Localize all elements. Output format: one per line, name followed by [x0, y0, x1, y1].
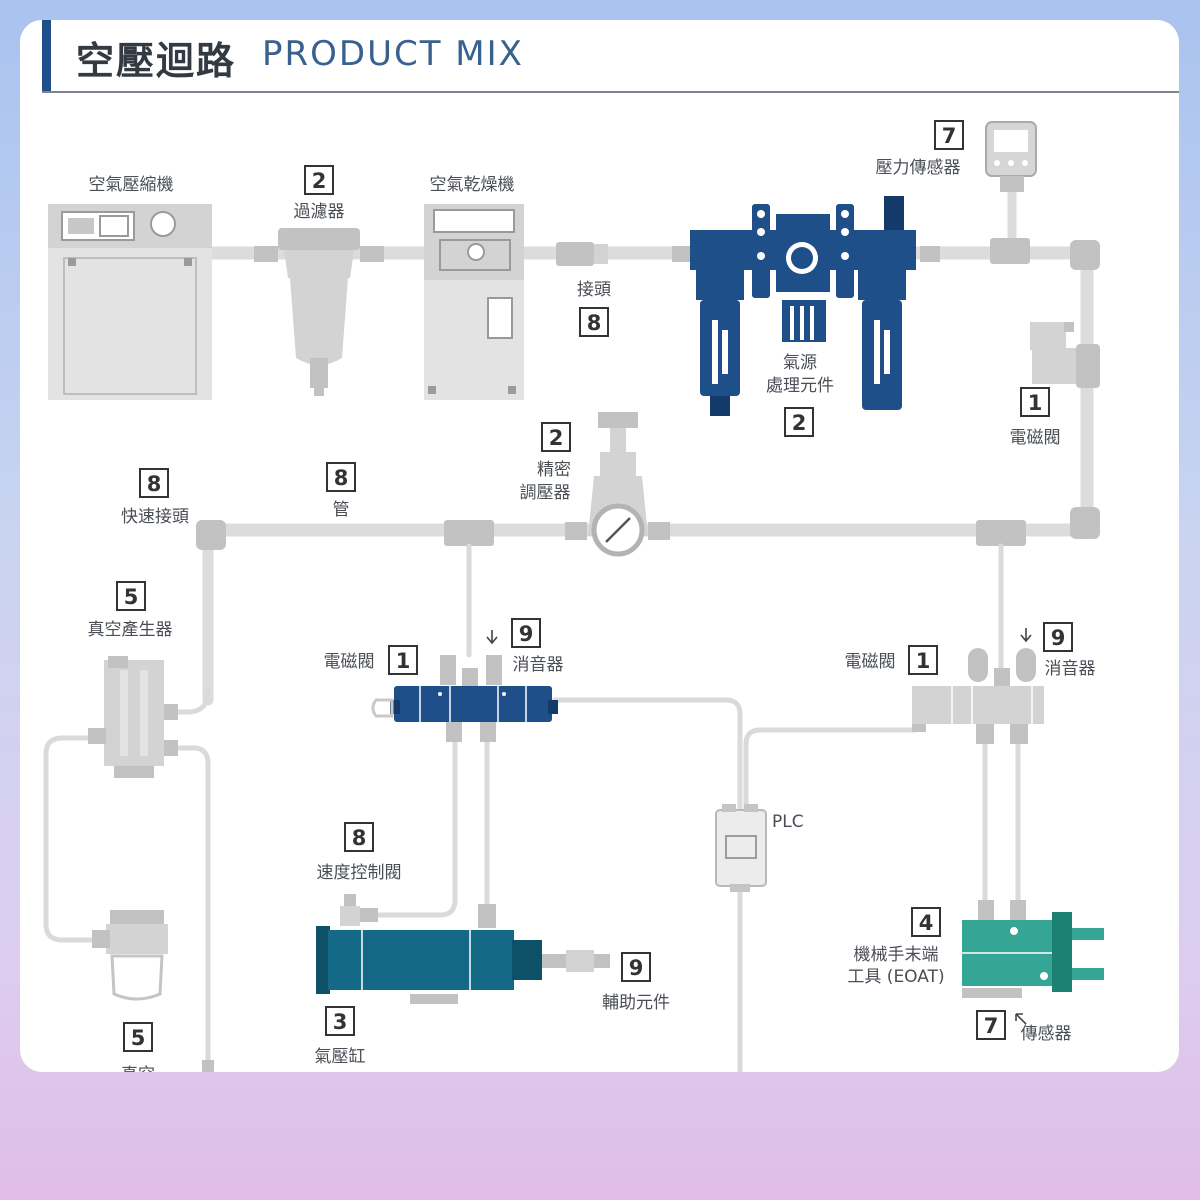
label-silencer-right: 消音器 [1045, 659, 1096, 679]
callout-eoat: 4 [911, 907, 941, 937]
solenoid-valve-center [371, 655, 558, 742]
svg-text:9: 9 [1051, 626, 1066, 650]
pressure-sensor [985, 121, 1037, 192]
callout-tube: 8 [326, 462, 356, 492]
label-air-treatment-2: 處理元件 [766, 376, 834, 396]
air-treatment-unit [690, 196, 916, 416]
callout-quick-connector: 8 [139, 468, 169, 498]
svg-text:3: 3 [333, 1010, 348, 1034]
air-dryer [424, 204, 524, 400]
svg-text:8: 8 [352, 826, 367, 850]
label-quick-connector: 快速接頭 [121, 507, 189, 527]
label-dryer: 空氣乾燥機 [430, 175, 515, 195]
callout-auxiliary: 9 [621, 952, 651, 982]
eoat-gripper [962, 900, 1104, 998]
svg-text:4: 4 [919, 911, 934, 935]
svg-text:8: 8 [587, 311, 602, 335]
callout-vacuum-bottom: 5 [123, 1022, 153, 1052]
pipe-fittings [196, 238, 1100, 550]
svg-text:2: 2 [792, 411, 807, 435]
label-vacuum-cut: 真空 [121, 1065, 155, 1072]
callout-silencer-right: 9 [1043, 622, 1073, 652]
svg-text:7: 7 [984, 1014, 999, 1038]
label-cylinder: 氣壓缸 [315, 1046, 366, 1067]
label-tube: 管 [333, 500, 350, 520]
svg-text:5: 5 [124, 585, 139, 609]
label-solenoid-right: 電磁閥 [845, 652, 896, 672]
air-compressor [48, 204, 212, 400]
callout-pressure-sensor: 7 [934, 120, 964, 150]
vacuum-generator [88, 656, 178, 778]
callout-vacuum-generator: 5 [116, 581, 146, 611]
label-speed-control: 速度控制閥 [317, 863, 402, 883]
label-precision-2: 調壓器 [520, 483, 571, 503]
svg-text:9: 9 [629, 956, 644, 980]
precision-regulator [588, 412, 648, 557]
header-divider [42, 91, 1179, 93]
callout-precision: 2 [541, 422, 571, 452]
component-labels: 空氣壓縮機 過濾器 空氣乾燥機 接頭 氣源 處理元件 壓力傳感器 電磁閥 精密 … [88, 158, 1096, 1072]
label-solenoid-right-top: 電磁閥 [1010, 428, 1061, 448]
svg-text:1: 1 [916, 649, 931, 673]
svg-text:5: 5 [131, 1026, 146, 1050]
svg-text:1: 1 [1028, 391, 1043, 415]
svg-text:9: 9 [519, 622, 534, 646]
callout-solenoid-right-top: 1 [1020, 387, 1050, 417]
speed-control-valve [340, 894, 378, 926]
callout-silencer-center: 9 [511, 618, 541, 648]
header: 空壓迴路 PRODUCT MIX [20, 20, 1179, 93]
air-cylinder [316, 904, 542, 1004]
label-silencer-center: 消音器 [513, 655, 564, 675]
label-eoat-2: 工具 (EOAT) [847, 967, 944, 987]
svg-text:8: 8 [334, 466, 349, 490]
callout-sensor: 7 [976, 1010, 1006, 1040]
callout-connector-top: 8 [579, 307, 609, 337]
arrow-down-icon [1020, 628, 1032, 643]
svg-text:1: 1 [396, 649, 411, 673]
svg-text:2: 2 [549, 426, 564, 450]
label-solenoid-center: 電磁閥 [324, 652, 375, 672]
solenoid-valve-right [912, 648, 1044, 744]
page-title: 空壓迴路 [76, 39, 237, 83]
label-sensor: 傳感器 [1021, 1024, 1072, 1044]
svg-text:7: 7 [942, 124, 957, 148]
callout-cylinder: 3 [325, 1006, 355, 1036]
branch-tubes [43, 543, 1021, 1072]
label-eoat-1: 機械手末端 [854, 945, 939, 965]
plc [715, 804, 767, 892]
svg-text:2: 2 [312, 169, 327, 193]
label-precision-1: 精密 [537, 460, 571, 480]
label-filter: 過濾器 [294, 202, 345, 222]
callout-speed-control: 8 [344, 822, 374, 852]
solenoid-valve-right-top [1030, 322, 1100, 388]
vacuum-filter [92, 910, 214, 1072]
svg-text:8: 8 [147, 472, 162, 496]
callout-numbers: 2 8 2 7 1 2 8 8 5 1 9 1 9 8 9 3 4 7 5 [116, 120, 1073, 1052]
content-card: 空壓迴路 PRODUCT MIX [20, 20, 1179, 1072]
label-air-treatment-1: 氣源 [783, 353, 817, 373]
arrow-icons [486, 628, 1032, 1025]
page-subtitle: PRODUCT MIX [262, 34, 524, 74]
callout-filter: 2 [304, 165, 334, 195]
connector-top [556, 242, 608, 266]
arrow-up-left-icon [1015, 1013, 1027, 1025]
filter [278, 228, 360, 396]
callout-solenoid-center: 1 [388, 645, 418, 675]
pneumatic-circuit-diagram: 2 8 2 7 1 2 8 8 5 1 9 1 9 8 9 3 4 7 5 [43, 120, 1104, 1072]
label-compressor: 空氣壓縮機 [89, 175, 174, 195]
label-plc: PLC [772, 812, 804, 832]
label-connector-top: 接頭 [577, 280, 611, 300]
label-vacuum-generator: 真空產生器 [88, 620, 173, 640]
arrow-down-icon [486, 630, 498, 645]
label-pressure-sensor: 壓力傳感器 [876, 158, 961, 178]
header-accent-bar [42, 20, 51, 92]
callout-solenoid-right: 1 [908, 645, 938, 675]
label-auxiliary: 輔助元件 [602, 993, 670, 1013]
auxiliary-component [542, 950, 610, 972]
callout-air-treatment: 2 [784, 407, 814, 437]
